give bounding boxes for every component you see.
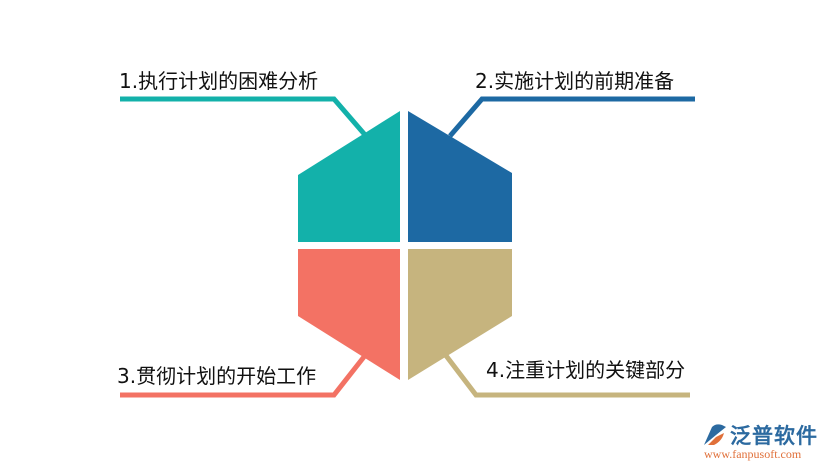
connector-line-2 [448,96,695,138]
item-label-3: 3.贯彻计划的开始工作 [117,364,317,388]
quadrant-2 [408,111,512,242]
item-label-4: 4.注重计划的关键部分 [486,358,686,382]
connector-line-3 [120,351,369,398]
logo-url: www.fanpusoft.com [704,447,802,461]
quadrant-4 [408,249,512,380]
item-label-2: 2.实施计划的前期准备 [475,69,675,93]
item-label-1: 1.执行计划的困难分析 [119,69,319,93]
connector-line-1 [120,96,368,138]
brand-logo: 泛普软件 www.fanpusoft.com [702,420,830,466]
connector-line-4 [442,351,690,398]
fanpu-logo-icon [704,424,726,445]
logo-name: 泛普软件 [730,424,818,448]
quadrant-3 [298,249,400,380]
quadrant-1 [298,111,400,242]
